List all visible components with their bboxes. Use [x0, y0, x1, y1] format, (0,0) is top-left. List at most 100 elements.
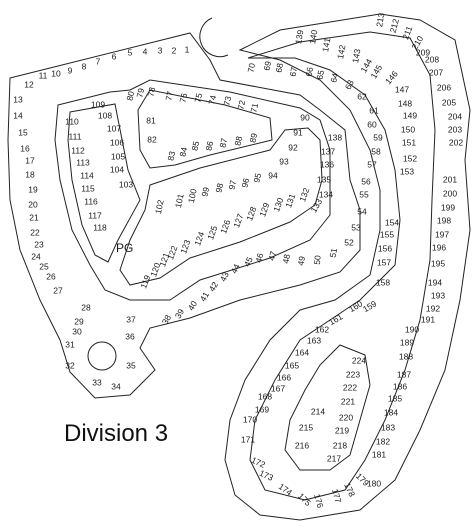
lot-13: 13	[13, 94, 23, 104]
lot-59: 59	[373, 132, 383, 142]
lot-119: 119	[138, 273, 152, 289]
lot-27: 27	[53, 285, 63, 295]
lot-122: 122	[165, 244, 179, 261]
lot-188: 188	[399, 351, 413, 361]
lot-174: 174	[277, 481, 295, 497]
lot-150: 150	[401, 124, 415, 134]
lot-80: 80	[124, 90, 136, 102]
playground-label: PG	[116, 241, 133, 255]
lot-178: 178	[342, 481, 357, 498]
lot-36: 36	[125, 331, 135, 341]
lot-137: 137	[321, 146, 335, 156]
lot-140: 140	[307, 29, 319, 45]
lot-45: 45	[242, 255, 255, 268]
lot-83: 83	[165, 150, 177, 162]
lot-98: 98	[213, 182, 225, 194]
lot-111: 111	[69, 131, 82, 141]
lot-139: 139	[293, 29, 305, 45]
lot-126: 126	[218, 218, 232, 235]
lot-125: 125	[205, 224, 219, 241]
lot-26: 26	[46, 271, 56, 281]
east-inner-road	[247, 31, 436, 501]
lot-215: 215	[299, 422, 313, 432]
lot-88: 88	[232, 135, 244, 147]
lot-112: 112	[71, 145, 85, 155]
lot-99: 99	[199, 186, 211, 198]
lot-87: 87	[217, 137, 229, 149]
lot-205: 205	[442, 97, 456, 107]
lot-14: 14	[13, 110, 23, 120]
lot-163: 163	[307, 335, 321, 345]
lot-177: 177	[330, 488, 343, 505]
lot-51: 51	[328, 247, 340, 258]
lot-4: 4	[143, 46, 148, 56]
division-title: Division 3	[64, 420, 169, 447]
lot-135: 135	[317, 174, 331, 184]
lot-193: 193	[431, 290, 445, 300]
lot-157: 157	[377, 257, 391, 267]
lot-12: 12	[24, 79, 34, 89]
lot-115: 115	[81, 183, 95, 193]
lot-195: 195	[431, 258, 445, 268]
east-boundary	[224, 13, 471, 521]
lot-8: 8	[82, 61, 87, 71]
lot-114: 114	[80, 170, 94, 180]
lot-3: 3	[158, 45, 163, 55]
lot-132: 132	[297, 186, 311, 203]
lot-158: 158	[376, 277, 390, 287]
lot-91: 91	[293, 127, 303, 137]
lot-75: 75	[192, 92, 204, 104]
lot-185: 185	[388, 393, 402, 403]
lot-209: 209	[416, 47, 430, 57]
lot-82: 82	[147, 134, 157, 144]
lot-54: 54	[357, 206, 367, 216]
lot-170: 170	[243, 414, 257, 424]
lot-16: 16	[20, 143, 30, 153]
lot-149: 149	[403, 110, 417, 120]
lot-141: 141	[320, 37, 332, 53]
lot-68: 68	[274, 62, 286, 73]
lot-166: 166	[277, 372, 291, 382]
lot-200: 200	[443, 188, 457, 198]
lot-62: 62	[357, 91, 367, 101]
lot-31: 31	[65, 339, 75, 349]
lot-214: 214	[311, 406, 325, 416]
lot-60: 60	[367, 119, 377, 129]
lot-130: 130	[271, 196, 285, 213]
lot-190: 190	[405, 324, 419, 334]
lot-103: 103	[119, 179, 133, 189]
lot-85: 85	[189, 140, 201, 152]
lot-11: 11	[39, 70, 48, 80]
lot-219: 219	[335, 425, 349, 435]
lot-129: 129	[257, 201, 271, 218]
lot-148: 148	[398, 98, 412, 108]
lot-55: 55	[359, 189, 369, 199]
lot-121: 121	[157, 251, 171, 268]
lot-24: 24	[31, 251, 41, 261]
lot-2: 2	[172, 45, 177, 55]
lot-65: 65	[315, 69, 327, 80]
lot-86: 86	[203, 140, 215, 152]
lot-162: 162	[315, 324, 329, 334]
lot-156: 156	[378, 243, 392, 253]
lot-168: 168	[258, 391, 272, 401]
lot-218: 218	[333, 440, 347, 450]
lot-176: 176	[312, 493, 325, 510]
lot-167: 167	[271, 383, 285, 393]
lot-131: 131	[283, 192, 297, 209]
lot-1: 1	[185, 44, 190, 54]
lot-224: 224	[352, 355, 366, 365]
lot-43: 43	[218, 270, 231, 283]
lot-182: 182	[376, 436, 390, 446]
lot-53: 53	[351, 222, 361, 232]
lot-105: 105	[111, 151, 125, 161]
lot-72: 72	[235, 99, 247, 111]
lot-95: 95	[251, 172, 263, 184]
lot-171: 171	[241, 434, 255, 444]
lot-217: 217	[327, 453, 341, 463]
inner-loop-road	[54, 79, 331, 301]
lot-18: 18	[25, 169, 35, 179]
inner-loop-edge	[67, 103, 141, 263]
